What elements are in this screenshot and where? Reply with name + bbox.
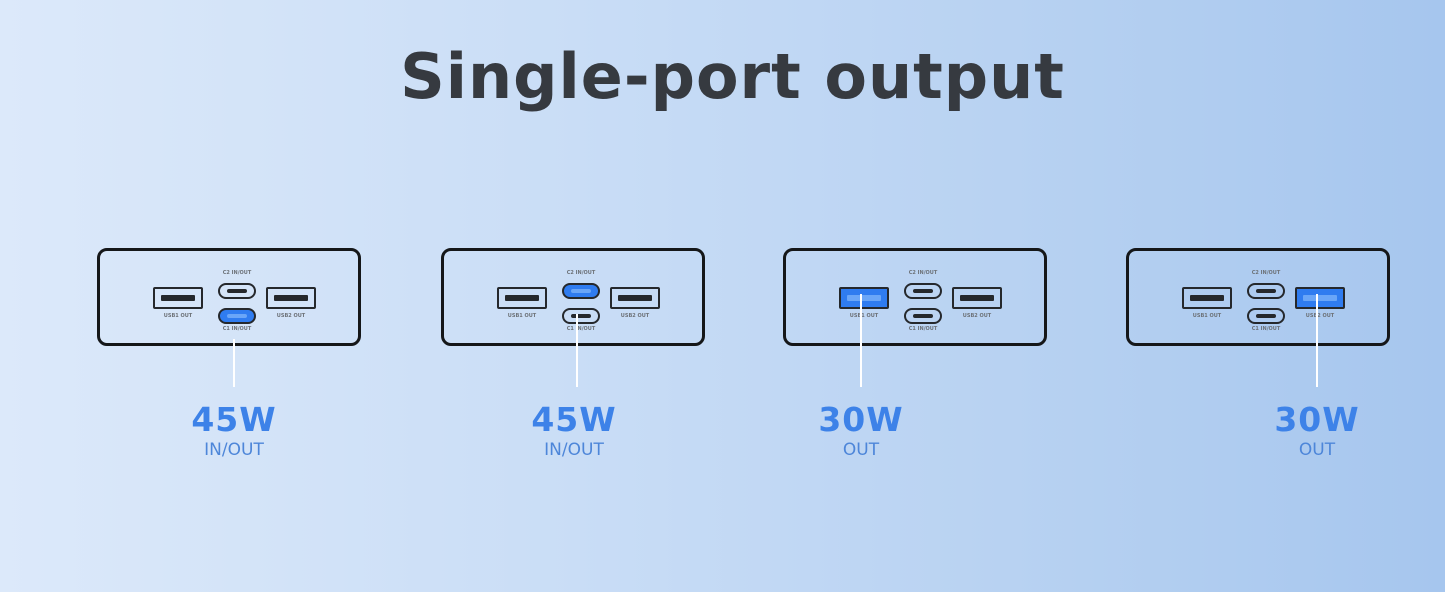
usb2-port-label: USB2 OUT: [1305, 313, 1335, 319]
power-mode-4: OUT: [1298, 440, 1336, 460]
usb1-port-label: USB1 OUT: [163, 313, 193, 319]
power-mode-3: OUT: [842, 440, 880, 460]
usb2-port: [610, 287, 660, 309]
c2-port: [1247, 283, 1285, 299]
usb2-port: [266, 287, 316, 309]
c2-port-label: C2 IN/OUT: [1251, 270, 1281, 276]
power-value-1: 45W: [191, 400, 277, 439]
usb2-port-label: USB2 OUT: [962, 313, 992, 319]
c1-port-label: C1 IN/OUT: [566, 326, 596, 332]
connector-line-2: [576, 314, 578, 387]
power-value-4: 30W: [1274, 400, 1360, 439]
power-bank-panel-3: USB1 OUT USB2 OUT C2 IN/OUT C1 IN/OUT: [783, 248, 1047, 346]
c1-port-label: C1 IN/OUT: [1251, 326, 1281, 332]
usb1-port-label: USB1 OUT: [849, 313, 879, 319]
c1-port-active: [218, 308, 256, 324]
connector-line-4: [1316, 294, 1318, 387]
c2-port-label: C2 IN/OUT: [222, 270, 252, 276]
usb2-port-label: USB2 OUT: [620, 313, 650, 319]
usb2-port: [952, 287, 1002, 309]
power-bank-panel-4: USB1 OUT USB2 OUT C2 IN/OUT C1 IN/OUT: [1126, 248, 1390, 346]
usb2-port-label: USB2 OUT: [276, 313, 306, 319]
c2-port: [218, 283, 256, 299]
usb1-port-active: [839, 287, 889, 309]
power-value-3: 30W: [818, 400, 904, 439]
usb1-port: [497, 287, 547, 309]
power-mode-1: IN/OUT: [204, 440, 264, 460]
power-mode-2: IN/OUT: [544, 440, 604, 460]
c1-port: [1247, 308, 1285, 324]
power-bank-panel-2: USB1 OUT USB2 OUT C2 IN/OUT C1 IN/OUT: [441, 248, 705, 346]
usb1-port: [1182, 287, 1232, 309]
c1-port: [562, 308, 600, 324]
usb1-port-label: USB1 OUT: [1192, 313, 1222, 319]
page-title: Single-port output: [400, 40, 1065, 113]
usb1-port-label: USB1 OUT: [507, 313, 537, 319]
power-value-2: 45W: [531, 400, 617, 439]
c2-port-label: C2 IN/OUT: [908, 270, 938, 276]
c2-port-label: C2 IN/OUT: [566, 270, 596, 276]
c1-port-label: C1 IN/OUT: [222, 326, 252, 332]
c1-port-label: C1 IN/OUT: [908, 326, 938, 332]
usb1-port: [153, 287, 203, 309]
c2-port-active: [562, 283, 600, 299]
connector-line-1: [233, 339, 235, 387]
power-bank-panel-1: USB1 OUT USB2 OUT C2 IN/OUT C1 IN/OUT: [97, 248, 361, 346]
usb2-port-active: [1295, 287, 1345, 309]
c1-port: [904, 308, 942, 324]
connector-line-3: [860, 294, 862, 387]
c2-port: [904, 283, 942, 299]
